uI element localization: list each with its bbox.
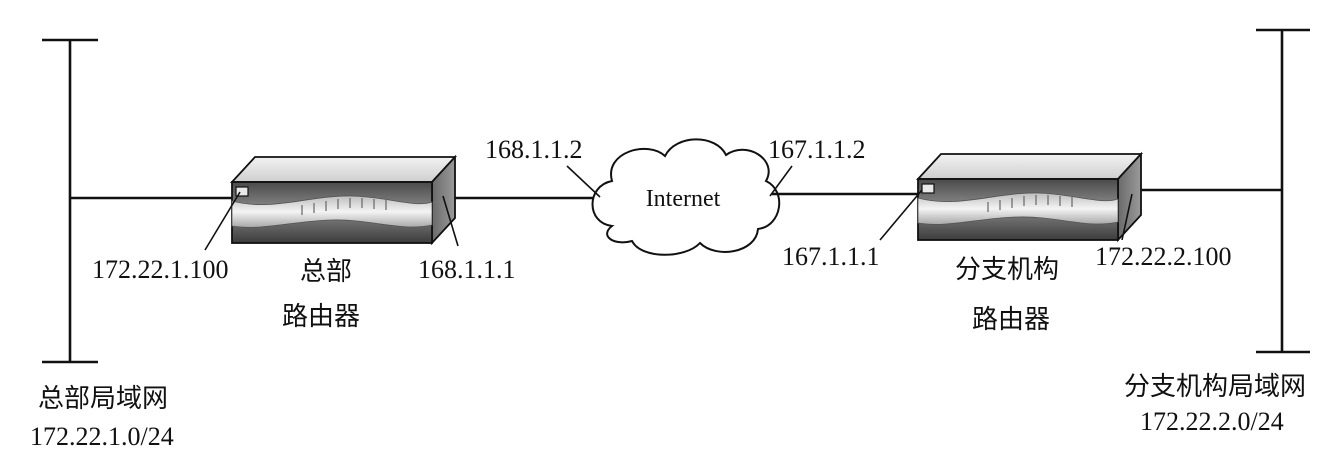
internet-label: Internet	[646, 186, 721, 212]
hq-wan-ip-leader	[442, 195, 459, 247]
hq-lan-name: 总部局域网	[38, 384, 168, 414]
branch-router-wan-ip: 167.1.1.1	[782, 242, 880, 271]
hq-router-name-line2: 路由器	[282, 302, 360, 332]
hq-router-name-line1: 总部	[300, 257, 352, 287]
branch-lan-name: 分支机构局域网	[1124, 372, 1306, 402]
hq-lan-subnet: 172.22.1.0/24	[30, 422, 174, 451]
hq-lan-ip-leader	[204, 191, 241, 251]
branch-router-lan-ip: 172.22.2.100	[1095, 242, 1232, 271]
internet-branch-side-ip: 167.1.1.2	[768, 135, 866, 164]
internet-hq-side-ip: 168.1.1.2	[485, 135, 583, 164]
branch-router-name-line2: 路由器	[972, 305, 1050, 335]
branch-side-ip-leader	[769, 165, 793, 197]
branch-router-name-line1: 分支机构	[955, 255, 1059, 285]
branch-router-wan-port	[921, 183, 935, 194]
branch-lan-ip-leader	[1121, 193, 1133, 241]
hq-side-ip-leader	[566, 165, 601, 198]
hq-lan-segment	[42, 38, 98, 364]
hq-router-lan-ip: 172.22.1.100	[92, 255, 229, 284]
branch-lan-segment	[1256, 28, 1310, 354]
hq-router-wan-ip: 168.1.1.1	[418, 255, 516, 284]
hq-router-lan-port	[235, 186, 249, 197]
branch-router-icon	[915, 151, 1144, 243]
branch-lan-subnet: 172.22.2.0/24	[1140, 407, 1284, 436]
internet-cloud-icon	[591, 138, 781, 256]
branch-wan-ip-leader	[879, 189, 923, 241]
hq-router-icon	[229, 154, 458, 246]
